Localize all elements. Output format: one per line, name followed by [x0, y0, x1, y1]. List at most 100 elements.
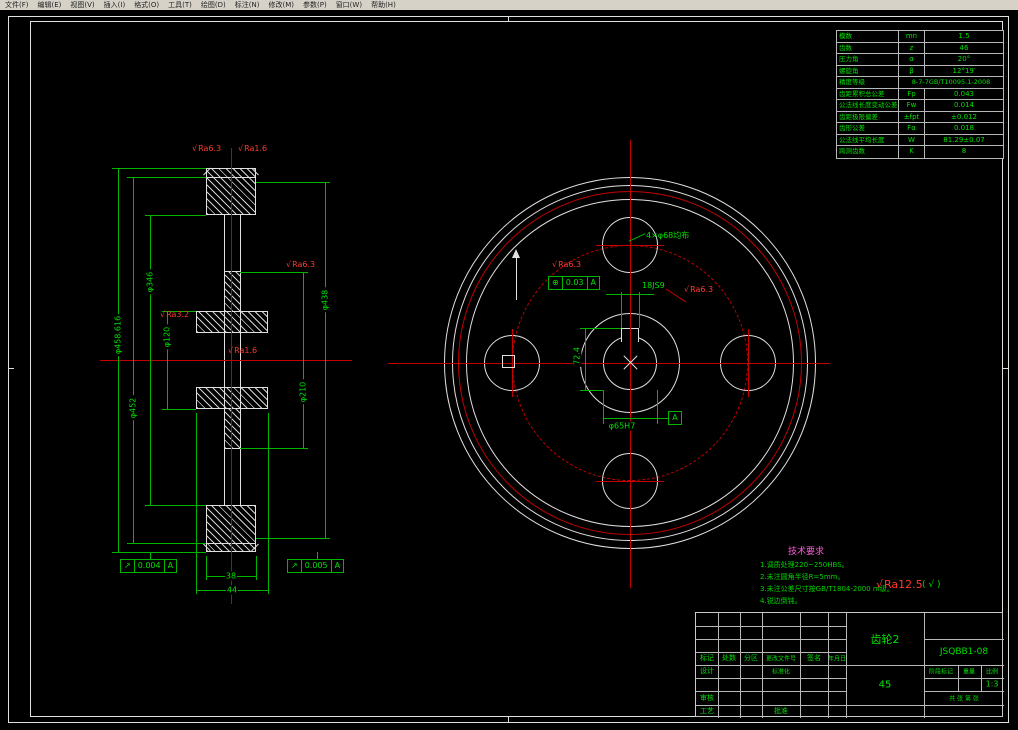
tb-label-process: 工艺	[700, 707, 714, 715]
extension-line	[639, 292, 640, 328]
technical-notes: 技术要求 1.调质处理220~250HBS。 2.未注圆角半径R=5mm。 3.…	[760, 544, 894, 607]
param-label: 齿形公差	[837, 123, 899, 134]
gdt-symbol: ↗	[288, 560, 302, 572]
grid-line	[696, 652, 846, 653]
extension-line	[127, 177, 206, 178]
grid-line	[696, 705, 846, 706]
param-value: ±0.012	[951, 112, 977, 121]
bore-dimension: φ65H7	[607, 421, 637, 431]
note-line: 3.未注公差尺寸按GB/T1804-2000 m级。	[760, 585, 894, 593]
param-symbol: Fw	[899, 100, 925, 111]
center-mark	[1003, 368, 1009, 369]
menu-item[interactable]: 工具(T)	[168, 0, 192, 9]
extension-line	[145, 215, 206, 216]
grid-line	[696, 639, 846, 640]
extension-line	[256, 182, 330, 183]
dimension-line	[167, 311, 168, 409]
keyway-width-dimension: 18JS9	[642, 281, 665, 290]
grid-line	[924, 639, 1004, 640]
tb-label-design: 设计	[700, 667, 714, 675]
leader-line	[317, 552, 318, 559]
param-value: 20°	[957, 55, 971, 63]
extension-line	[603, 390, 604, 424]
menu-item[interactable]: 视图(V)	[70, 0, 95, 9]
param-symbol: mn	[899, 31, 925, 42]
param-symbol: α	[899, 54, 925, 65]
sheet-border-inner	[30, 21, 1003, 717]
grid-line	[696, 626, 846, 627]
param-label: 齿距累积总公差	[837, 88, 899, 99]
extension-line	[268, 413, 269, 594]
centerline	[231, 148, 232, 604]
drawing-number: JSQBB1-08	[939, 647, 989, 657]
hole-edge-outline	[224, 448, 241, 449]
tb-label-stage: 阶段标记	[928, 668, 954, 676]
gdt-datum-ref: A	[590, 278, 596, 287]
menu-item[interactable]: 标注(N)	[234, 0, 260, 9]
note-line: 4.锐边倒钝。	[760, 597, 802, 605]
hole-pattern-note: 4×φ68均布	[646, 231, 690, 240]
gdt-symbol: ⊕	[549, 277, 563, 289]
param-symbol: β	[899, 65, 925, 76]
gdt-frame: ↗ 0.004 A	[120, 559, 178, 573]
gdt-tolerance: 0.03	[563, 277, 588, 289]
menu-item[interactable]: 文件(F)	[5, 0, 29, 9]
extension-line	[240, 448, 308, 449]
tb-label-sign: 签名	[807, 654, 821, 662]
tb-label-zone: 分区	[744, 654, 758, 662]
material: 45	[878, 679, 892, 691]
extension-line	[580, 390, 603, 391]
param-symbol: Fp	[899, 88, 925, 99]
part-name: 齿轮2	[870, 633, 900, 646]
center-mark	[508, 16, 509, 22]
param-symbol: ±fpt	[899, 111, 925, 122]
web-section-bottom	[225, 409, 240, 448]
extension-line	[580, 328, 621, 329]
param-value: 0.014	[953, 101, 975, 109]
extension-line	[240, 272, 308, 273]
note-line: 2.未注圆角半径R=5mm。	[760, 573, 845, 581]
width-dimension: 44	[225, 585, 239, 595]
extension-line	[127, 543, 206, 544]
notes-title: 技术要求	[788, 547, 825, 557]
param-label: 公法线长度变动公差	[839, 100, 899, 111]
menu-item[interactable]: 参数(P)	[303, 0, 327, 9]
width-dimension: 38	[224, 571, 238, 581]
menu-item[interactable]: 编辑(E)	[37, 0, 62, 9]
tb-label-mark: 标记	[700, 654, 714, 662]
centerline	[100, 360, 352, 361]
menu-item[interactable]: 绘图(D)	[200, 0, 226, 9]
tb-label-weight: 重量	[962, 668, 976, 676]
dimension-line	[150, 215, 151, 505]
menu-item[interactable]: 插入(I)	[103, 0, 126, 9]
grid-line	[981, 665, 982, 691]
grid-line	[846, 705, 1004, 706]
diameter-dimension: φ120	[162, 324, 172, 350]
extension-line	[256, 538, 330, 539]
gdt-datum-ref: A	[167, 561, 174, 570]
param-label: 跨测齿数	[837, 146, 899, 158]
gdt-tolerance: 0.005	[302, 560, 332, 572]
menu-item[interactable]: 格式(O)	[134, 0, 160, 9]
diameter-dimension: φ346	[145, 269, 155, 295]
hub-section-top	[196, 311, 268, 333]
param-value: 12°19′	[952, 66, 976, 75]
extension-line	[112, 552, 206, 553]
hole-edge-outline	[224, 271, 241, 272]
extension-line	[145, 505, 206, 506]
dimension-line	[118, 168, 119, 552]
gdt-datum-ref: A	[334, 561, 341, 570]
dimension-line	[325, 182, 326, 538]
gdt-frame: ⊕ 0.03 A	[548, 276, 600, 290]
menu-item[interactable]: 帮助(H)	[371, 0, 396, 9]
menu-item[interactable]: 窗口(W)	[335, 0, 363, 9]
param-value: 0.043	[953, 89, 975, 98]
menu-item[interactable]: 修改(M)	[268, 0, 294, 9]
param-label: 齿数	[837, 42, 899, 53]
